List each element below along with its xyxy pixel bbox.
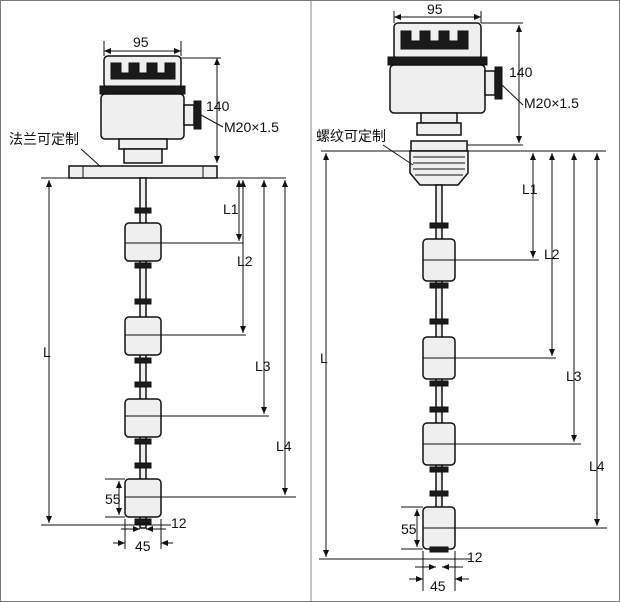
left-housing-head (68, 55, 218, 179)
left-float-1 (124, 207, 162, 269)
right-float-2 (422, 318, 456, 387)
right-height-label: 140 (509, 64, 533, 80)
left-L1-label: L1 (223, 201, 239, 217)
right-L-label: L (320, 350, 328, 366)
right-L2-label: L2 (544, 246, 560, 262)
right-head-fins (400, 30, 469, 50)
left-L3-label: L3 (255, 358, 271, 374)
left-thread-label: M20×1.5 (224, 119, 279, 135)
right-cable-gland (484, 70, 496, 96)
left-float-4 (124, 462, 162, 525)
right-L3-label: L3 (566, 368, 582, 384)
right-thread-fitting (409, 150, 469, 186)
left-flange (68, 165, 218, 179)
left-rod-tip-label: 12 (171, 515, 187, 531)
right-housing-head (387, 22, 503, 186)
left-width-label: 95 (133, 34, 149, 50)
left-height-label: 140 (206, 98, 230, 114)
right-thread-label: M20×1.5 (524, 95, 579, 111)
left-head-fins (110, 62, 176, 80)
left-cable-gland (183, 104, 195, 126)
left-float-3 (124, 381, 162, 445)
right-mount-note: 螺纹可定制 (316, 129, 386, 145)
right-dimensions (319, 11, 607, 591)
left-L2-label: L2 (237, 253, 253, 269)
left-L-label: L (43, 344, 51, 360)
left-L4-label: L4 (276, 438, 292, 454)
left-dimensions (41, 41, 296, 549)
right-sensor (387, 22, 503, 553)
left-float-height-label: 55 (105, 491, 121, 507)
right-width-label: 95 (427, 1, 443, 17)
left-mount-note: 法兰可定制 (9, 132, 79, 148)
left-float-width-label: 45 (135, 538, 151, 554)
right-float-height-label: 55 (401, 521, 417, 537)
left-float-2 (124, 298, 162, 364)
right-L1-label: L1 (522, 181, 538, 197)
right-float-width-label: 45 (430, 578, 446, 594)
right-rod-tip-label: 12 (467, 549, 483, 565)
left-sensor (68, 55, 218, 529)
right-L4-label: L4 (589, 458, 605, 474)
right-float-4 (422, 490, 456, 553)
